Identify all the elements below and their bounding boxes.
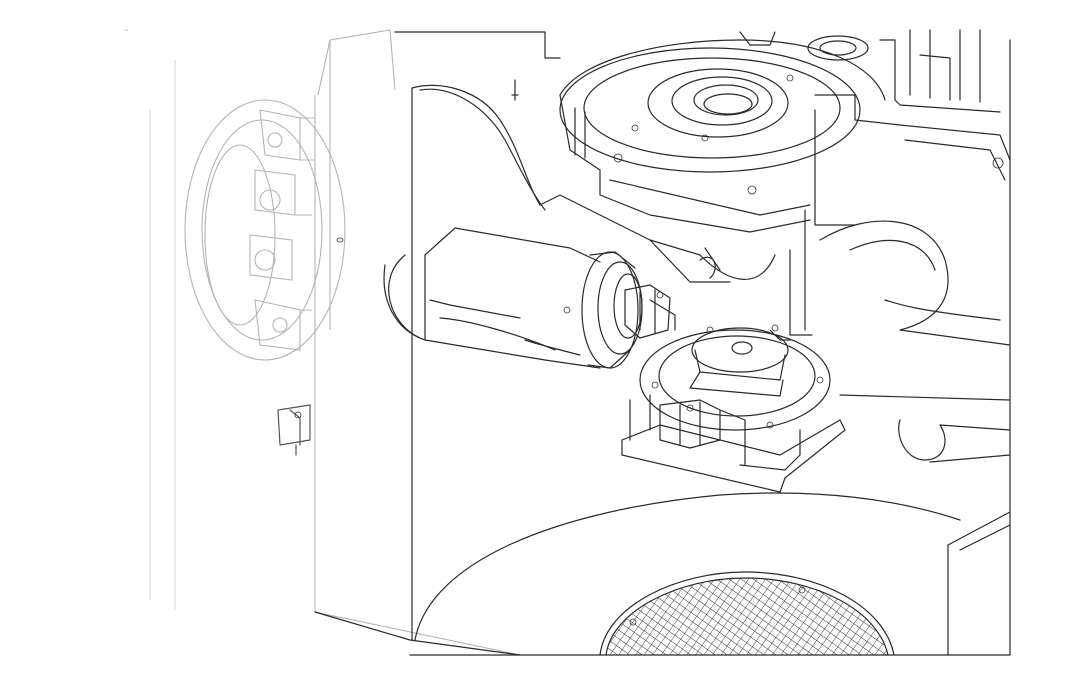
chip-drain-grate: [599, 571, 895, 656]
machine-frame: [149, 29, 1011, 656]
tool-turret: [184, 99, 346, 456]
spindle-head: [424, 227, 721, 369]
lower-rotary-fixture: [621, 324, 846, 493]
detail-marks: [125, 29, 519, 243]
upper-rotary-table: [559, 29, 1011, 233]
